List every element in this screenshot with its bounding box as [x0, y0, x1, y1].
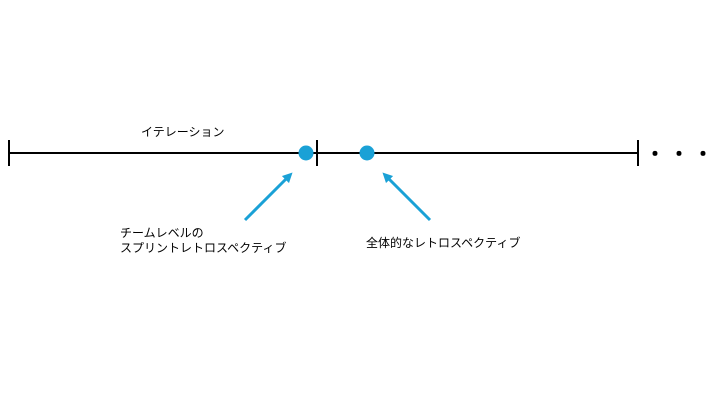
team-retro-label-line2: スプリントレトロスペクティブ	[120, 241, 287, 255]
whole-retro-arrow	[382, 172, 432, 222]
whole-retro-label: 全体的なレトロスペクティブ	[366, 236, 521, 250]
team-retro-label: チームレベルの スプリントレトロスペクティブ	[120, 226, 286, 256]
iteration-label: イテレーション	[141, 125, 225, 139]
team-retro-label-line1: チームレベルの	[120, 226, 204, 240]
whole-retro-marker	[359, 145, 375, 161]
timeline-continuation: ・・・	[645, 142, 717, 166]
team-retro-arrow	[243, 172, 293, 222]
team-retro-marker	[298, 145, 314, 161]
